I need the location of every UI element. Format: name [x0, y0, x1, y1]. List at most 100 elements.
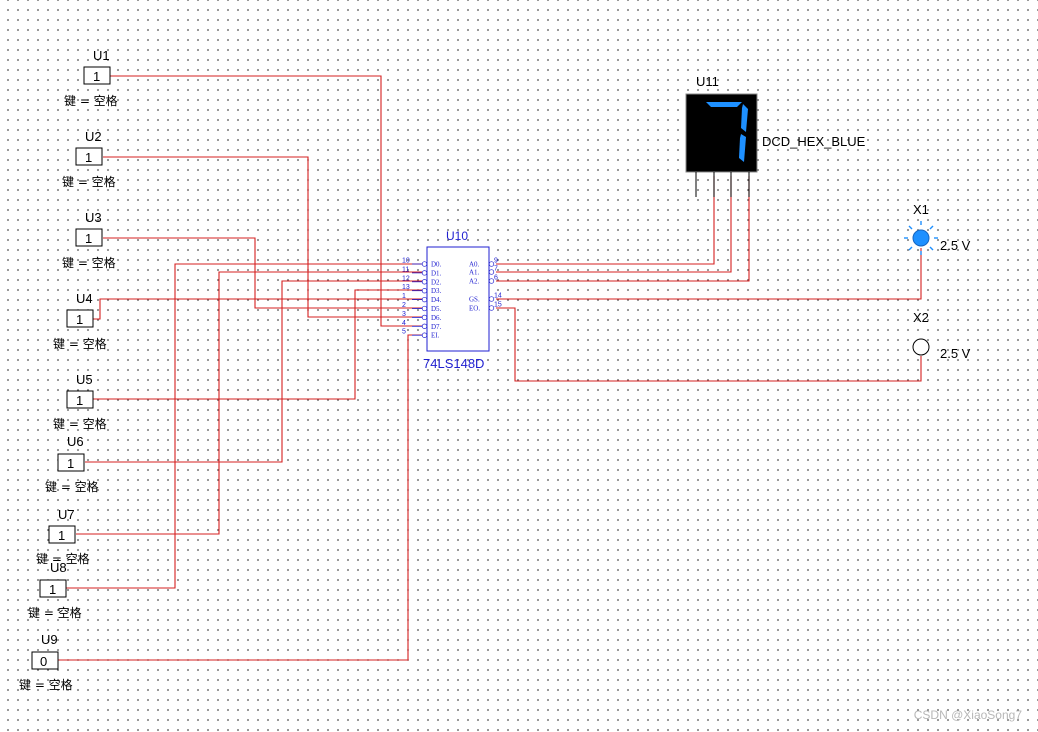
wire-u2: [103, 156, 422, 318]
switch-state: 1: [49, 582, 56, 597]
switch-ref: U3: [85, 210, 102, 225]
probe-x1[interactable]: X1 2.5 V: [904, 202, 971, 255]
probe-x2[interactable]: X2 2.5 V: [912, 310, 971, 361]
switch-u7[interactable]: U7 1 键 = 空格: [36, 507, 90, 566]
encoder-part: 74LS148D: [423, 356, 484, 371]
pin-label: D3.: [431, 287, 442, 295]
switch-box[interactable]: [83, 66, 111, 85]
encoder-input-pin: 5 EI.: [402, 329, 440, 340]
switch-box[interactable]: [75, 228, 103, 247]
pin-label: D0.: [431, 261, 442, 269]
switch-state: 1: [85, 150, 92, 165]
switch-key-label: 键 = 空格: [53, 336, 107, 351]
wire-eo: [496, 307, 922, 382]
encoder-ref: U10: [446, 229, 468, 243]
encoder-input-pin: 10 D0.: [402, 258, 442, 269]
pin-label: D4.: [431, 296, 442, 304]
wire-a1: [496, 176, 732, 273]
encoder-body[interactable]: [426, 246, 490, 352]
pin-label: D6.: [431, 314, 442, 322]
switch-u2[interactable]: U2 1 键 = 空格: [62, 129, 116, 189]
hex-display[interactable]: U11 DCD_HEX_BLUE: [685, 74, 866, 197]
switch-key-label: 键 = 空格: [28, 605, 82, 620]
switch-state: 0: [40, 654, 47, 669]
probe-glow-rays: [904, 221, 938, 255]
probe-voltage: 2.5 V: [940, 346, 971, 361]
switch-box[interactable]: [31, 651, 59, 670]
switch-box[interactable]: [39, 579, 67, 598]
switch-state: 1: [67, 456, 74, 471]
pin-number: 6: [494, 275, 498, 282]
pin-number: 7: [494, 266, 498, 273]
wire-u5: [93, 289, 422, 400]
wire-u6: [85, 280, 422, 463]
probe-voltage: 2.5 V: [940, 238, 971, 253]
encoder-input-pin: 1 D4.: [402, 293, 442, 304]
pin-number: 3: [402, 311, 406, 318]
switch-box[interactable]: [57, 453, 85, 472]
switch-u8[interactable]: U8 1 键 = 空格: [28, 560, 82, 620]
encoder-output-pin: 9 A0.: [469, 258, 498, 269]
switch-u6[interactable]: U6 1 键 = 空格: [45, 434, 99, 494]
switch-ref: U9: [41, 632, 58, 647]
pin-number: 9: [494, 258, 498, 265]
pin-number: 2: [402, 302, 406, 309]
encoder-output-pin: 6A2.: [469, 275, 498, 286]
probe-bulb[interactable]: [912, 338, 930, 356]
switch-box[interactable]: [66, 390, 94, 409]
pin-label: D1.: [431, 269, 442, 277]
switch-ref: U6: [67, 434, 84, 449]
switch-ref: U7: [58, 507, 75, 522]
wires: [58, 75, 922, 661]
pin-number: 14: [494, 293, 502, 300]
encoder-input-pin: 11 D1.: [402, 266, 442, 277]
switch-box[interactable]: [48, 525, 76, 544]
pin-number: 5: [402, 329, 406, 336]
switch-key-label: 键 = 空格: [62, 255, 116, 270]
pin-number: 1: [402, 293, 406, 300]
switch-key-label: 键 = 空格: [36, 551, 90, 566]
wire-u4: [93, 298, 422, 320]
wire-u1: [110, 75, 422, 327]
switch-u3[interactable]: U3 1 键 = 空格: [62, 210, 116, 270]
switch-u9[interactable]: U9 0 键 = 空格: [19, 632, 73, 692]
switch-state: 1: [85, 231, 92, 246]
pin-number: 11: [402, 266, 409, 273]
probe-ref: X1: [913, 202, 929, 217]
pin-number: 4: [402, 320, 406, 327]
pin-label: EI.: [431, 332, 440, 340]
segment-c: [739, 134, 746, 162]
switch-u4[interactable]: U4 1 键 = 空格: [53, 291, 107, 351]
display-ref: U11: [696, 74, 719, 89]
pin-label: A0.: [469, 261, 480, 269]
probe-ref: X2: [913, 310, 929, 325]
display-part: DCD_HEX_BLUE: [762, 134, 866, 149]
switch-box[interactable]: [75, 147, 103, 166]
switch-u1[interactable]: U1 1 键 = 空格: [64, 48, 118, 108]
display-digit: [706, 102, 748, 162]
switch-ref: U5: [76, 372, 93, 387]
pin-number: 13: [402, 284, 410, 291]
wire-a2: [496, 176, 750, 282]
wire-u9: [58, 334, 422, 661]
switch-key-label: 键 = 空格: [64, 93, 118, 108]
segment-a: [706, 102, 742, 107]
switch-key-label: 键 = 空格: [62, 174, 116, 189]
encoder-output-pin: 7 A1.: [469, 266, 498, 277]
switch-ref: U2: [85, 129, 102, 144]
switch-key-label: 键 = 空格: [53, 416, 107, 431]
pin-label: A1.: [469, 269, 480, 277]
wire-u8: [66, 263, 422, 589]
switch-key-label: 键 = 空格: [19, 677, 73, 692]
switch-box[interactable]: [66, 309, 94, 328]
switch-u5[interactable]: U5 1 键 = 空格: [53, 372, 107, 431]
pin-label: D2.: [431, 278, 442, 286]
pin-number: 10: [402, 258, 410, 265]
probe-bulb[interactable]: [912, 229, 930, 247]
